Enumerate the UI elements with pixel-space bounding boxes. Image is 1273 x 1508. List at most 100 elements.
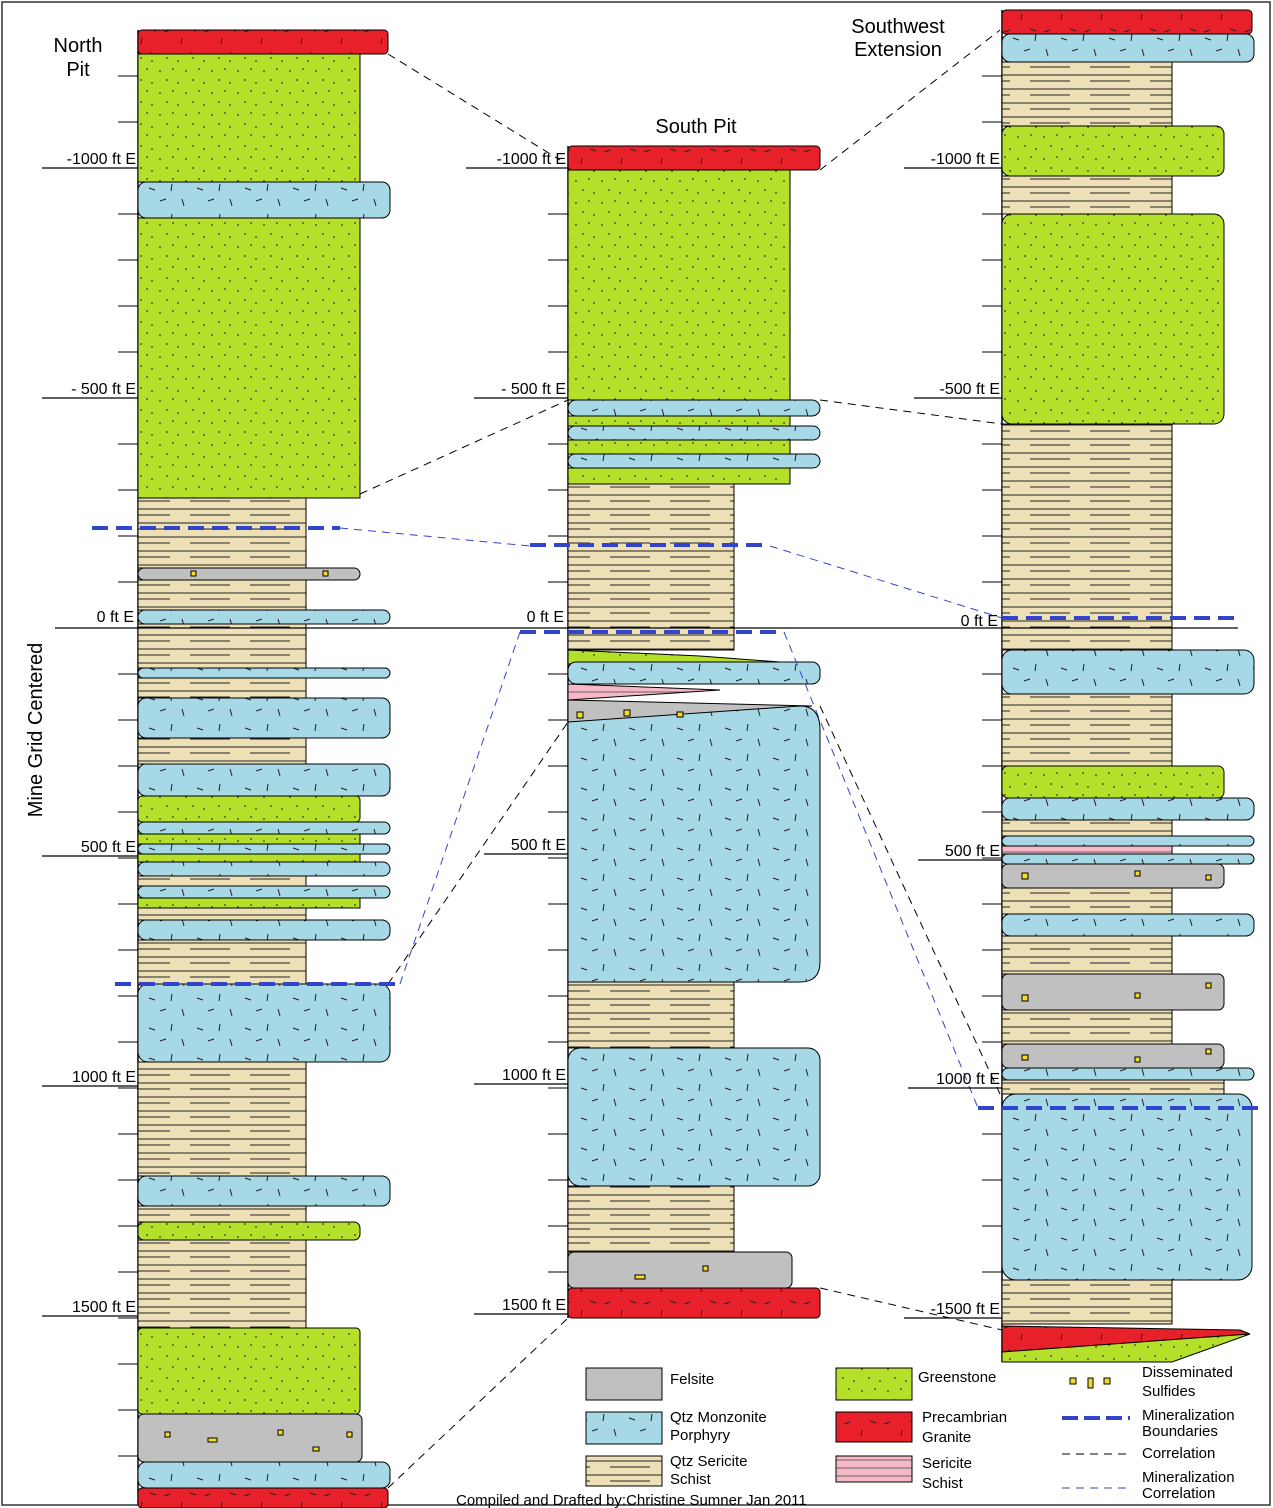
legend-swatch-granite: [835, 1411, 913, 1443]
depth-label: 0 ft E: [527, 609, 564, 626]
porphyry-layer: [1001, 835, 1255, 847]
porphyry-layer: [137, 609, 391, 625]
legend-greenstone: Greenstone: [918, 1369, 996, 1386]
depth-label: -500 ft E: [940, 381, 1000, 398]
schist-layer: [137, 579, 307, 611]
greenstone-layer: [137, 1221, 361, 1241]
depth-label: -1500 ft E: [931, 1301, 1000, 1318]
depth-label: -1000 ft E: [67, 151, 136, 168]
legend-boundaries-line1: Mineralization: [1142, 1407, 1235, 1424]
depth-label: 1500 ft E: [72, 1299, 136, 1316]
porphyry-layer: [137, 983, 391, 1063]
vertical-axis-label: Mine Grid Centered: [25, 643, 47, 818]
porphyry-layer: [567, 425, 821, 441]
schist-layer: [1001, 1279, 1173, 1325]
legend-correlation: Correlation: [1142, 1445, 1215, 1462]
schist-layer: [137, 677, 307, 699]
felsite-layer: [137, 1413, 363, 1463]
depth-labels: -1000 ft E - 500 ft E 0 ft E 500 ft E 10…: [67, 151, 1000, 1318]
column-southwest-extension: [982, 9, 1255, 1363]
porphyry-layer: [137, 181, 391, 219]
legend-sericite-line2: Schist: [922, 1475, 964, 1492]
legend-swatch-sericite: [835, 1455, 913, 1483]
legend-min-correlation-line1: Mineralization: [1142, 1469, 1235, 1486]
mineralization-boundaries: [92, 526, 1265, 1110]
legend-porphyry-line1: Qtz Monzonite: [670, 1409, 767, 1426]
schist-layer: [567, 483, 735, 651]
porphyry-layer: [567, 399, 821, 417]
depth-label: - 500 ft E: [501, 381, 566, 398]
schist-layer: [137, 737, 307, 765]
legend-swatch-schist: [585, 1455, 663, 1487]
legend-schist-line2: Schist: [670, 1471, 712, 1488]
legend-min-correlation-line2: Correlation: [1142, 1485, 1215, 1502]
greenstone-layer: [137, 53, 361, 183]
granite-layer: [137, 29, 389, 55]
schist-layer: [1001, 1079, 1225, 1095]
greenstone-layer: [137, 897, 361, 909]
title-north-line1: North: [54, 35, 103, 57]
greenstone-layer: [1001, 125, 1225, 177]
legend-schist-line1: Qtz Sericite: [670, 1453, 748, 1470]
title-southwest-line2: Extension: [854, 39, 942, 61]
column-south-pit: [548, 145, 821, 1319]
greenstone-layer: [1001, 213, 1225, 425]
porphyry-layer: [137, 667, 391, 679]
legend-granite-line1: Precambrian: [922, 1409, 1007, 1426]
legend-swatch-porphyry: [585, 1411, 663, 1445]
porphyry-layer: [1001, 797, 1255, 821]
schist-layer: [137, 875, 307, 887]
depth-label: -1000 ft E: [497, 151, 566, 168]
porphyry-layer: [137, 1175, 391, 1207]
porphyry-layer: [1001, 853, 1255, 865]
schist-layer: [1001, 819, 1173, 837]
greenstone-layer: [567, 415, 791, 427]
porphyry-layer: [1001, 649, 1255, 695]
credit-text: Compiled and Drafted by:Christine Sumner…: [456, 1492, 807, 1508]
depth-label-underlines: [42, 167, 1002, 1319]
depth-label: 1000 ft E: [72, 1069, 136, 1086]
depth-label: 0 ft E: [97, 609, 134, 626]
greenstone-layer: [1001, 765, 1225, 799]
depth-label: -1000 ft E: [931, 151, 1000, 168]
legend-sulfides-line1: Disseminated: [1142, 1364, 1233, 1381]
legend-swatch-greenstone: [835, 1367, 913, 1401]
porphyry-layer: [567, 705, 821, 983]
schist-layer: [137, 907, 307, 921]
schist-layer: [137, 497, 307, 569]
legend-felsite: Felsite: [670, 1371, 714, 1388]
schist-layer: [137, 1061, 307, 1177]
column-north-pit: [118, 29, 391, 1508]
greenstone-layer: [567, 439, 791, 455]
felsite-layer: [1001, 1043, 1225, 1069]
schist-layer: [567, 1185, 735, 1253]
depth-label: 1500 ft E: [502, 1297, 566, 1314]
felsite-layer: [1001, 973, 1225, 1011]
porphyry-layer: [137, 843, 391, 855]
granite-layer: [1001, 9, 1253, 35]
porphyry-layer: [567, 1047, 821, 1187]
porphyry-layer: [137, 697, 391, 739]
schist-layer: [1001, 693, 1173, 767]
porphyry-layer: [567, 661, 821, 685]
greenstone-wedge: [1001, 1333, 1251, 1363]
greenstone-layer: [137, 1327, 361, 1415]
legend-sulfides-line2: Sulfides: [1142, 1383, 1195, 1400]
title-north-line2: Pit: [66, 59, 90, 81]
schist-layer: [1001, 423, 1173, 651]
schist-layer: [1001, 1009, 1173, 1045]
greenstone-layer: [137, 795, 361, 823]
granite-layer: [137, 1487, 389, 1508]
greenstone-layer: [137, 833, 361, 845]
porphyry-layer: [137, 885, 391, 899]
title-south: South Pit: [655, 116, 737, 138]
correlation-lines: [359, 29, 1003, 1489]
porphyry-layer: [1001, 33, 1255, 63]
legend: Felsite Qtz Monzonite Porphyry Qtz Seric…: [585, 1364, 1235, 1502]
schist-layer: [1001, 887, 1173, 915]
depth-label: - 500 ft E: [71, 381, 136, 398]
porphyry-layer: [137, 1461, 391, 1489]
felsite-layer: [567, 1251, 793, 1289]
